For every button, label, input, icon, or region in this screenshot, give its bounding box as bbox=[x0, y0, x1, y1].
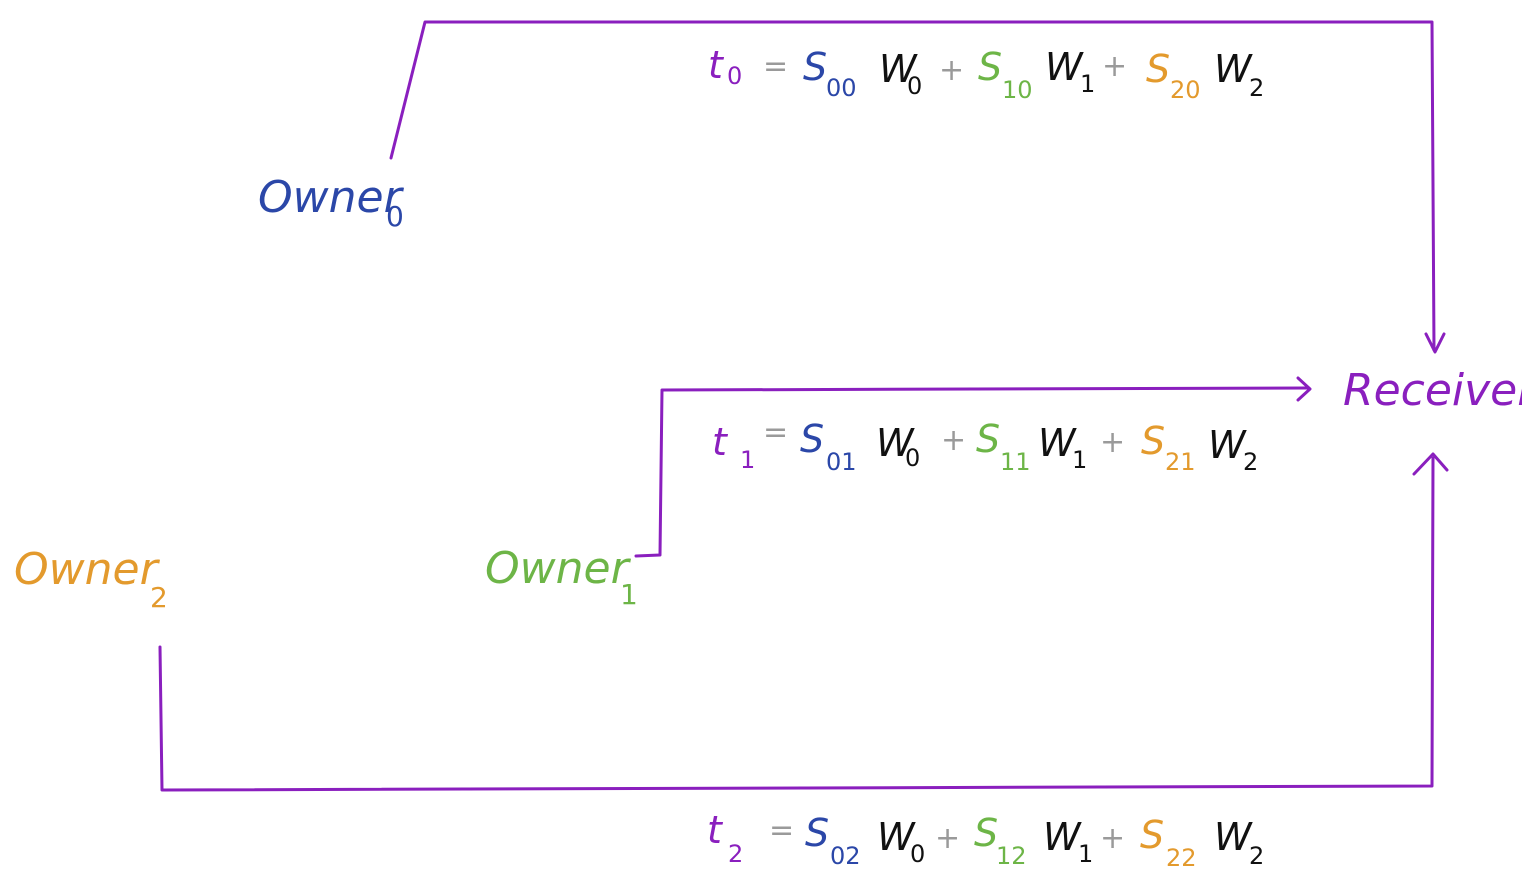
arrowhead-right-icon bbox=[1296, 376, 1312, 402]
owner2-node: Owner 2 bbox=[14, 544, 168, 614]
eq-weight-sub: 0 bbox=[910, 840, 925, 868]
eq-share-sub: 01 bbox=[826, 448, 857, 476]
eq-lhs: t bbox=[708, 43, 725, 87]
eq-weight: W bbox=[1038, 421, 1077, 465]
eq-weight: W bbox=[1214, 815, 1253, 859]
owner0-label: Owner bbox=[258, 172, 405, 223]
eq-share: S bbox=[1140, 813, 1164, 857]
eq-share-sub: 11 bbox=[1000, 448, 1031, 476]
equation-t0: t 0 = S 00 W 0 + S 10 W 1 + S 20 W 2 bbox=[708, 43, 1264, 104]
owner1-node: Owner 1 bbox=[485, 543, 638, 611]
owner0-subscript: 0 bbox=[386, 200, 404, 233]
owner0-node: Owner 0 bbox=[258, 172, 405, 233]
eq-share-sub: 00 bbox=[826, 74, 857, 102]
eq-lhs-sub: 2 bbox=[728, 840, 743, 868]
eq-equals: = bbox=[763, 415, 788, 450]
owner1-label: Owner bbox=[485, 543, 632, 594]
eq-weight-sub: 0 bbox=[905, 444, 920, 472]
eq-equals: = bbox=[763, 49, 788, 84]
eq-weight-sub: 1 bbox=[1078, 840, 1093, 868]
eq-weight-sub: 0 bbox=[907, 72, 922, 100]
eq-plus: + bbox=[941, 423, 966, 458]
eq-share: S bbox=[976, 417, 1000, 461]
eq-weight-sub: 2 bbox=[1249, 74, 1264, 102]
eq-weight: W bbox=[1208, 423, 1247, 467]
eq-plus: + bbox=[1100, 821, 1125, 856]
arrowhead-down-icon bbox=[1424, 332, 1446, 354]
owner1-subscript: 1 bbox=[620, 578, 638, 611]
eq-share: S bbox=[978, 45, 1002, 89]
eq-share: S bbox=[805, 811, 829, 855]
owner2-subscript: 2 bbox=[150, 581, 168, 614]
eq-lhs-sub: 1 bbox=[740, 446, 755, 474]
owner2-label: Owner bbox=[14, 544, 161, 595]
eq-weight: W bbox=[877, 815, 916, 859]
eq-share-sub: 12 bbox=[996, 842, 1027, 870]
receiver-label: Receiver bbox=[1343, 365, 1522, 416]
eq-share: S bbox=[974, 811, 998, 855]
equation-t2: t 2 = S 02 W 0 + S 12 W 1 + S 22 W 2 bbox=[707, 808, 1264, 872]
equation-t1: t 1 = S 01 W 0 + S 11 W 1 + S 21 W 2 bbox=[712, 415, 1258, 476]
eq-share: S bbox=[800, 417, 824, 461]
eq-weight: W bbox=[1045, 45, 1084, 89]
eq-lhs: t bbox=[712, 420, 729, 464]
eq-share-sub: 21 bbox=[1165, 448, 1196, 476]
eq-lhs: t bbox=[707, 808, 724, 852]
eq-weight-sub: 2 bbox=[1249, 842, 1264, 870]
wire-owner2-to-receiver bbox=[158, 452, 1449, 792]
eq-weight-sub: 1 bbox=[1072, 446, 1087, 474]
eq-share-sub: 10 bbox=[1002, 76, 1033, 104]
eq-weight: W bbox=[879, 47, 918, 91]
eq-weight: W bbox=[1214, 47, 1253, 91]
eq-plus: + bbox=[1102, 49, 1127, 84]
eq-equals: = bbox=[769, 813, 794, 848]
eq-plus: + bbox=[1100, 425, 1125, 460]
eq-share-sub: 20 bbox=[1170, 76, 1201, 104]
eq-share: S bbox=[1141, 419, 1165, 463]
eq-plus: + bbox=[935, 821, 960, 856]
receiver-node: Receiver bbox=[1343, 365, 1522, 416]
eq-weight-sub: 1 bbox=[1080, 70, 1095, 98]
arrowhead-up-icon bbox=[1412, 452, 1449, 476]
wire-owner0-to-receiver bbox=[389, 20, 1446, 354]
eq-lhs-sub: 0 bbox=[727, 62, 742, 90]
wire-owner1-to-receiver bbox=[634, 376, 1312, 558]
eq-share: S bbox=[803, 45, 827, 89]
eq-weight: W bbox=[876, 421, 915, 465]
eq-plus: + bbox=[939, 53, 964, 88]
eq-weight: W bbox=[1043, 815, 1082, 859]
eq-share-sub: 02 bbox=[830, 842, 861, 870]
eq-share-sub: 22 bbox=[1166, 844, 1197, 872]
eq-weight-sub: 2 bbox=[1243, 448, 1258, 476]
eq-share: S bbox=[1146, 47, 1170, 91]
